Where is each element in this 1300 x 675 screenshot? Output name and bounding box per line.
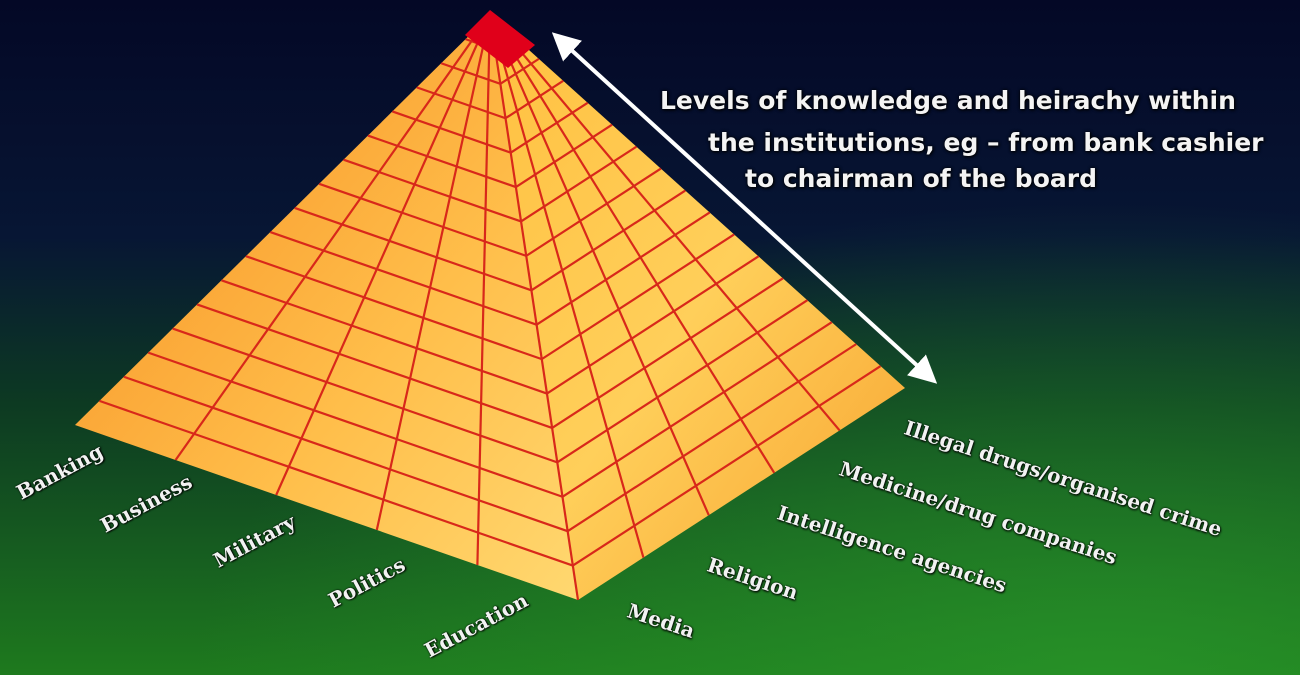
caption-line-1: Levels of knowledge and heirachy within	[660, 86, 1236, 115]
caption-line-2: the institutions, eg – from bank cashier	[708, 128, 1264, 157]
caption-line-3: to chairman of the board	[745, 164, 1097, 193]
